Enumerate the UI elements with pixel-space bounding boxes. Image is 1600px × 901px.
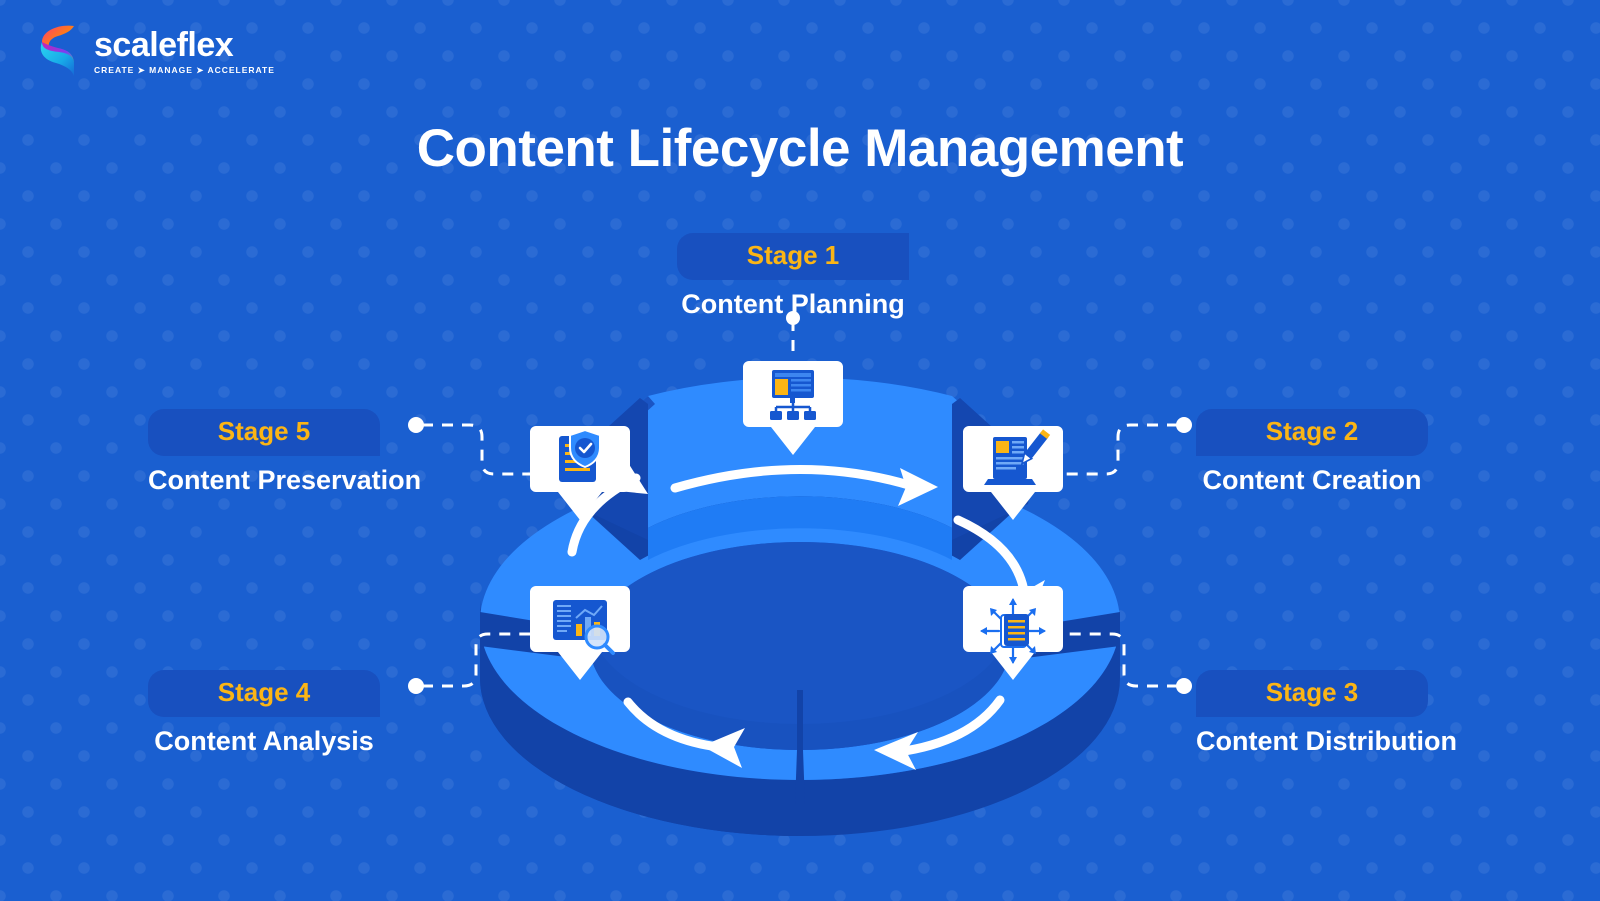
sitemap-planning-icon	[770, 370, 816, 420]
connector-dot-stage1	[786, 311, 800, 325]
stage-label-stage2[interactable]: Stage 2 Content Creation	[1196, 409, 1428, 496]
connector-stage4	[422, 632, 540, 688]
brand-logo[interactable]: scaleflex CREATE ➤ MANAGE ➤ ACCELERATE	[34, 22, 275, 80]
stage5-number-pill: Stage 5	[148, 409, 380, 456]
stage3-name: Content Distribution	[1196, 726, 1457, 756]
stage5-icon-card[interactable]	[530, 426, 630, 520]
page-title: Content Lifecycle Management	[416, 119, 1184, 178]
stage-label-stage1[interactable]: Stage 1 Content Planning	[677, 233, 909, 320]
stage3-number-pill: Stage 3	[1196, 670, 1428, 717]
stage2-name: Content Creation	[1202, 465, 1422, 495]
stage-label-stage5[interactable]: Stage 5 Content Preservation	[148, 409, 421, 496]
exploded-slice-inner-edge	[648, 496, 952, 560]
stage1-number-pill: Stage 1	[677, 233, 909, 280]
document-shield-check-icon	[559, 428, 601, 482]
connector-stage2	[1060, 423, 1178, 476]
stage-label-stage3[interactable]: Stage 3 Content Distribution	[1196, 670, 1457, 757]
arrow-planning-to-creation	[670, 465, 917, 493]
slice-gap-bottom	[795, 750, 805, 805]
scaleflex-s-ribbon-icon	[40, 25, 74, 76]
document-pencil-icon	[984, 429, 1051, 485]
stage4-icon-card[interactable]	[530, 586, 630, 680]
arrowhead-to-analysis	[702, 728, 745, 768]
stage4-name: Content Analysis	[154, 726, 374, 756]
connector-dot-stage4	[408, 678, 424, 694]
connector-dot-stage5	[408, 417, 424, 433]
donut-inner-hole	[590, 542, 1010, 750]
document-radiating-arrows-icon	[980, 598, 1046, 664]
connector-stage5	[422, 423, 540, 476]
arrow-analysis-to-preservation	[893, 695, 1005, 757]
connector-dot-stage3	[1176, 678, 1192, 694]
logo-tagline-text: CREATE ➤ MANAGE ➤ ACCELERATE	[94, 64, 275, 75]
stage2-icon-card[interactable]	[963, 426, 1063, 520]
stage4-number-pill: Stage 4	[148, 670, 380, 717]
arrowhead-to-preservation	[874, 732, 918, 770]
chart-magnifier-icon	[553, 600, 615, 655]
stage2-number-pill: Stage 2	[1196, 409, 1428, 456]
stage3-icon-card[interactable]	[963, 586, 1063, 680]
stage1-icon-card[interactable]	[743, 361, 843, 455]
logo-name-text: scaleflex	[94, 25, 234, 64]
connector-dot-stage2	[1176, 417, 1192, 433]
stage5-name: Content Preservation	[148, 465, 422, 495]
stage-label-stage4[interactable]: Stage 4 Content Analysis	[148, 670, 380, 757]
donut-inner-wall	[590, 620, 1010, 750]
slice-gap-bottom-inner	[797, 690, 803, 760]
connector-stage3	[1060, 632, 1178, 688]
arrowhead-to-creation	[898, 468, 938, 506]
donut-side-shade-left	[480, 600, 800, 836]
